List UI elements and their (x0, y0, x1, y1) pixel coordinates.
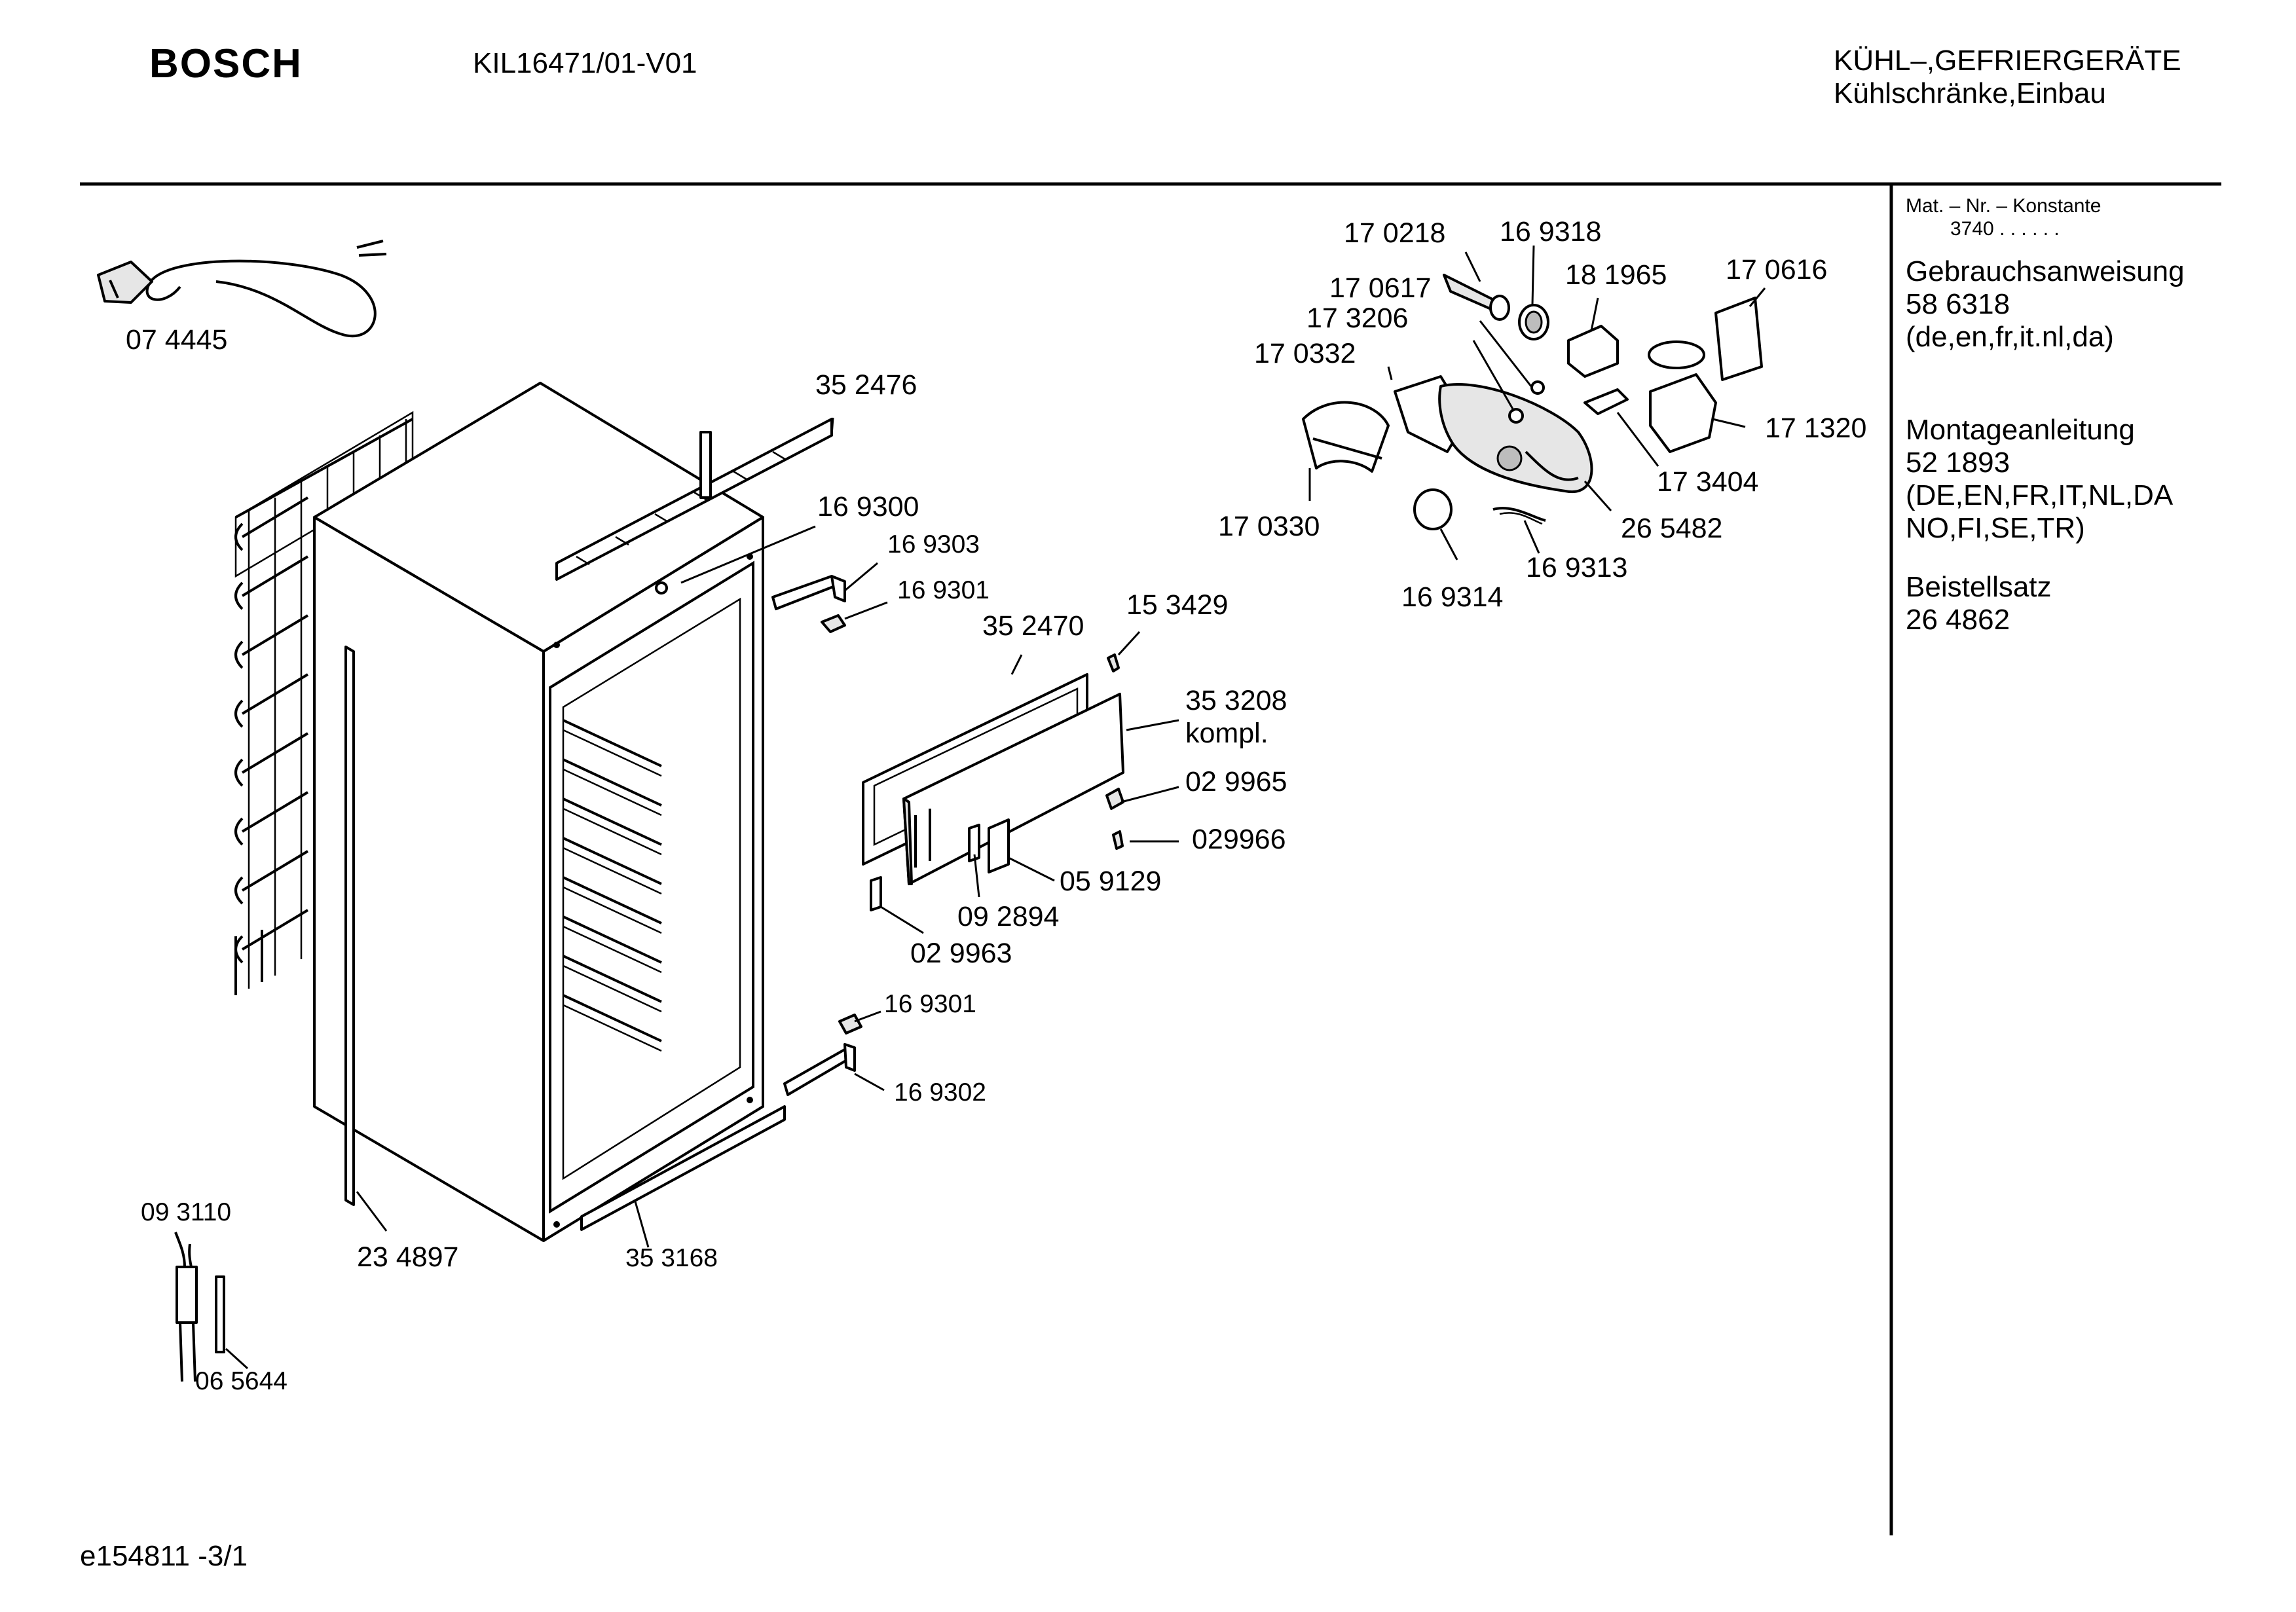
sidebar-block-accessory: Beistellsatz 26 4862 (1906, 571, 2052, 636)
side-strip (344, 646, 355, 1206)
part-label: kompl. (1185, 718, 1268, 749)
part-label: 17 0617 (1329, 272, 1432, 304)
screw-029966 (1112, 830, 1124, 850)
part-label: 26 5482 (1621, 513, 1723, 544)
model-number: KIL16471/01-V01 (473, 47, 697, 79)
part-label: 35 2470 (982, 610, 1084, 642)
part-label: 35 3168 (625, 1244, 718, 1272)
part-label: 07 4445 (126, 324, 228, 356)
lower-hinge (783, 1014, 862, 1096)
part-label: 029966 (1192, 824, 1286, 855)
lamp-thermostat-assembly (1302, 274, 1763, 530)
part-label: 16 9313 (1526, 552, 1628, 583)
screw-153429 (1107, 653, 1120, 672)
part-label: 17 0616 (1726, 254, 1828, 285)
block-number: 52 1893 (1906, 447, 2010, 479)
catch-029965 (1105, 788, 1124, 810)
part-label: 17 3404 (1657, 466, 1759, 498)
part-label: 02 9965 (1185, 766, 1287, 797)
part-label: 16 9301 (884, 990, 976, 1018)
leader-lines (225, 245, 1766, 1370)
part-label: 16 9318 (1500, 216, 1602, 247)
part-label: 15 3429 (1126, 589, 1229, 621)
part-label: 23 4897 (357, 1241, 459, 1273)
upper-hinge (655, 575, 846, 633)
part-label: 16 9302 (894, 1078, 986, 1107)
part-label: 17 1320 (1765, 412, 1867, 444)
sidebar-block-manual: Gebrauchsanweisung 58 6318 (de,en,fr,it.… (1906, 255, 2185, 354)
part-label: 35 2476 (815, 369, 917, 401)
block-number: 26 4862 (1906, 604, 2010, 636)
part-label: 17 3206 (1306, 302, 1409, 334)
handle-092894 (968, 824, 980, 862)
block-title: Montageanleitung (1906, 414, 2135, 446)
part-label: 02 9963 (910, 938, 1012, 969)
part-label: 16 9303 (887, 530, 980, 559)
sidebar-block-installation: Montageanleitung 52 1893 (DE,EN,FR,IT,NL… (1906, 414, 2173, 545)
part-label: 09 3110 (141, 1198, 232, 1226)
part-label: 16 9301 (897, 576, 990, 604)
cabinet-body (313, 382, 764, 1242)
power-cord (97, 240, 387, 338)
block-title: Gebrauchsanweisung (1906, 255, 2185, 287)
freezer-door (902, 693, 1124, 885)
part-label: 18 1965 (1565, 259, 1667, 291)
part-label: 17 0332 (1254, 338, 1356, 369)
brand-logo: BOSCH (149, 41, 303, 86)
part-label: 17 0218 (1344, 217, 1446, 249)
part-label: 05 9129 (1060, 866, 1162, 897)
block-title: Beistellsatz (1906, 571, 2052, 603)
part-label: 16 9300 (817, 491, 919, 522)
thermostat-sensor (174, 1232, 225, 1382)
category-title: KÜHL–,GEFRIERGERÄTE (1834, 45, 2181, 77)
part-label: 16 9314 (1401, 581, 1504, 613)
block-languages: (DE,EN,FR,IT,NL,DA (1906, 479, 2174, 511)
block-languages: NO,FI,SE,TR) (1906, 512, 2085, 544)
part-label: 06 5644 (195, 1367, 287, 1395)
bottom-trim (580, 1105, 786, 1231)
mat-number-label: Mat. – Nr. – Konstante (1906, 195, 2102, 217)
document-id: e154811 -3/1 (80, 1540, 248, 1572)
part-label: 35 3208 (1185, 685, 1287, 716)
catch-029963 (870, 876, 882, 911)
mat-number-value: 3740 . . . . . . (1950, 218, 2060, 240)
part-label: 09 2894 (957, 901, 1060, 932)
subcategory-title: Kühlschränke,Einbau (1834, 77, 2106, 109)
block-number: 58 6318 (1906, 288, 2010, 320)
block-languages: (de,en,fr,it.nl,da) (1906, 321, 2114, 353)
part-label: 17 0330 (1218, 511, 1320, 542)
cover-059129 (988, 818, 1010, 873)
